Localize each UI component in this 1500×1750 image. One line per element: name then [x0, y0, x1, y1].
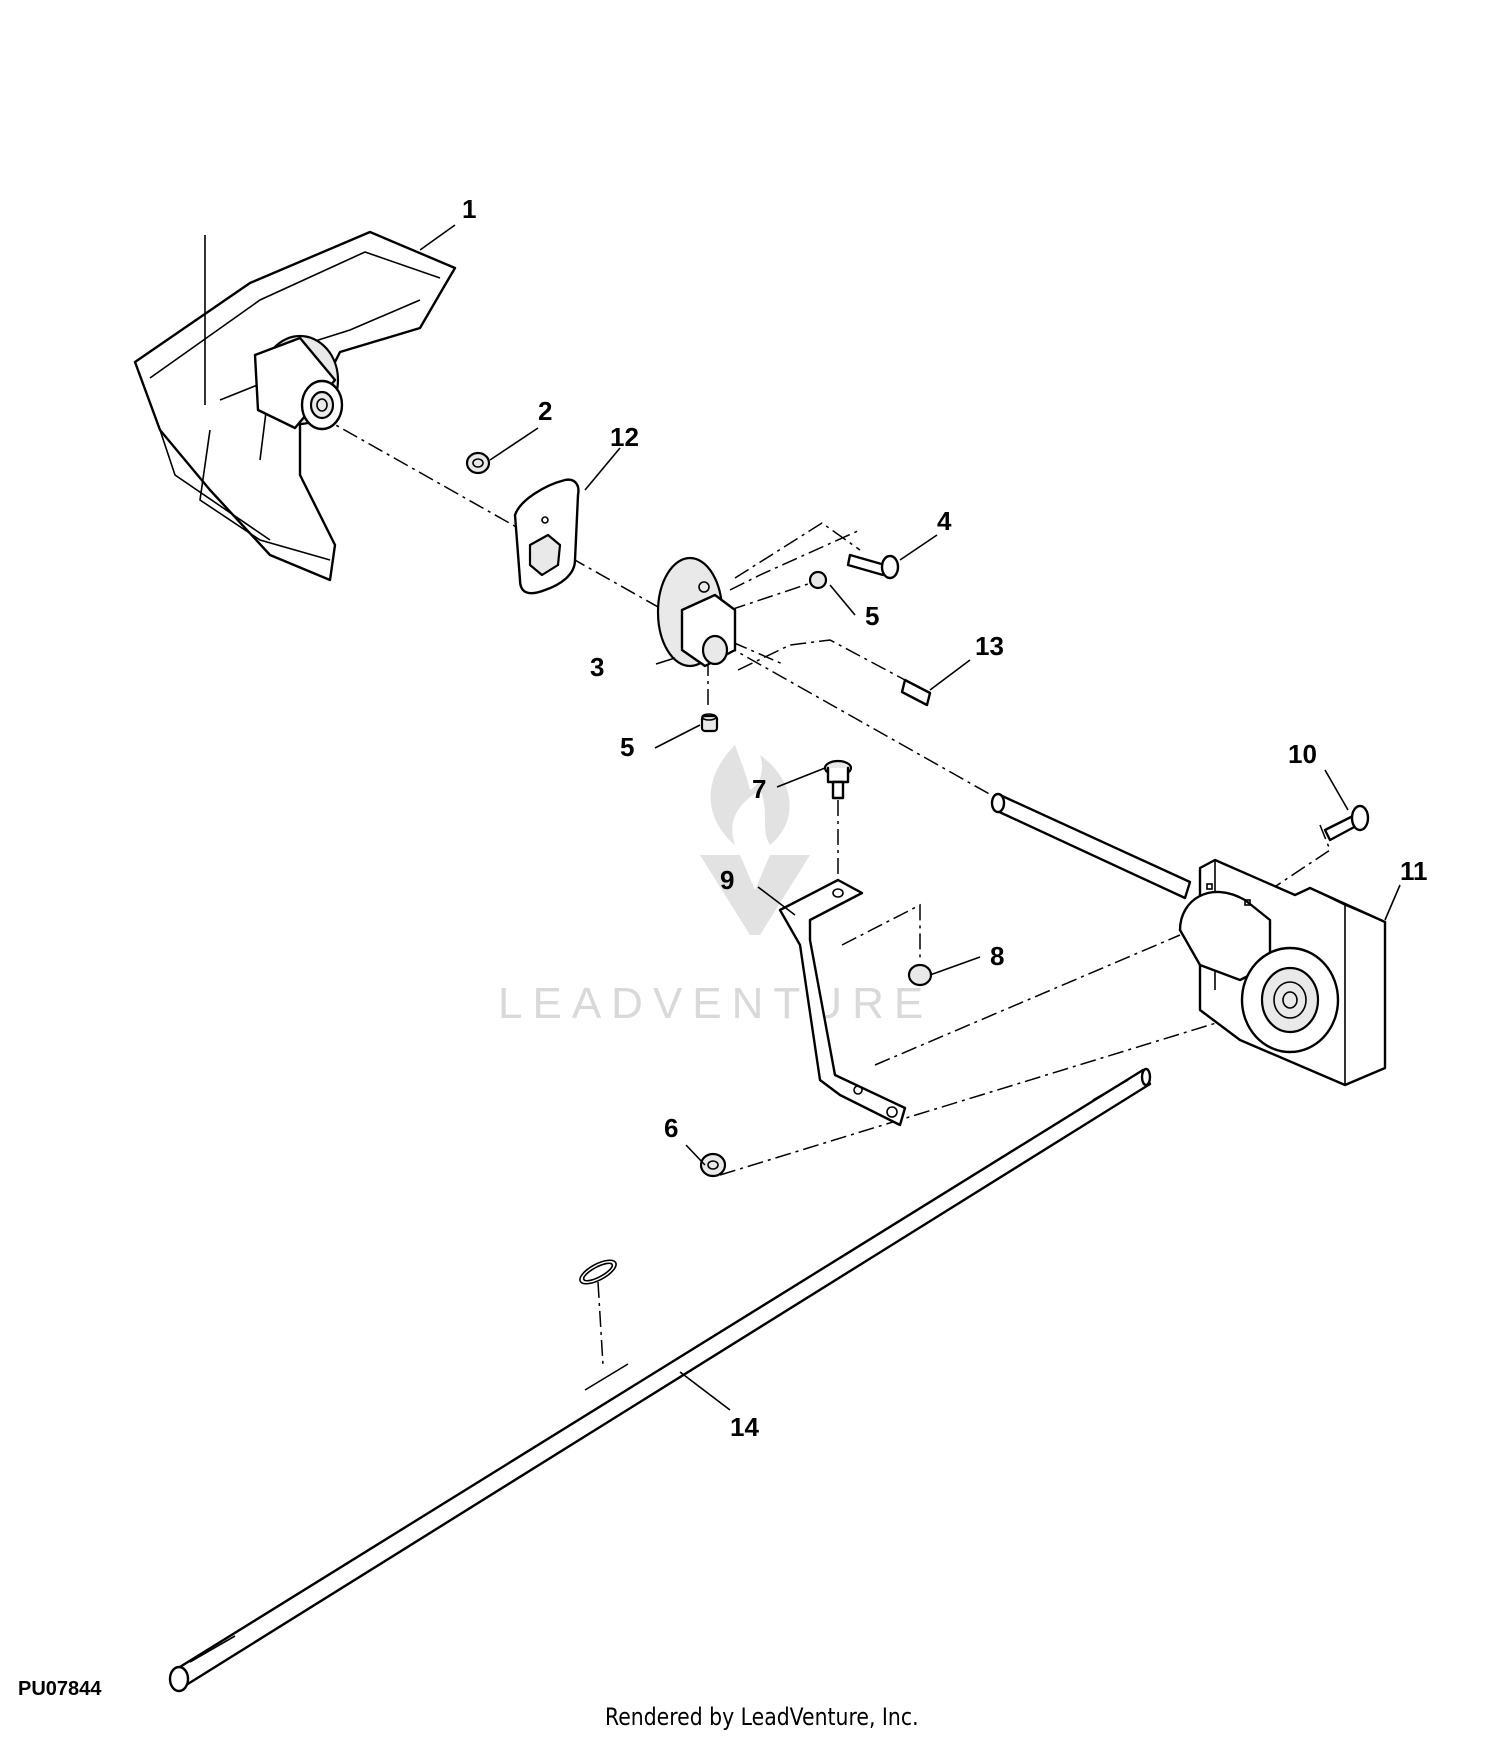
callout-3: 3: [590, 652, 604, 682]
callout-11: 11: [1400, 856, 1428, 886]
part-7-flange-bolt[interactable]: [823, 759, 853, 800]
retaining-ring: [579, 1259, 617, 1285]
callout-1: 1: [462, 194, 476, 224]
figure-id: PU07844: [18, 1678, 102, 1700]
part-4-cap-screw[interactable]: [846, 553, 900, 580]
callout-5-upper: 5: [865, 601, 879, 631]
part-5-set-screw-lower[interactable]: [700, 713, 719, 733]
leader-lines: [419, 224, 1401, 1411]
part-9-support-bracket[interactable]: [778, 878, 907, 1127]
callout-10: 10: [1288, 739, 1317, 769]
part-5-set-screw-upper[interactable]: [808, 570, 828, 590]
part-10-carriage-bolt[interactable]: [1323, 804, 1370, 842]
part-13-square-key[interactable]: [900, 678, 932, 707]
input-shaft[interactable]: [990, 792, 1192, 900]
render-credit: Rendered by LeadVenture, Inc.: [605, 1703, 919, 1731]
part-8-lock-nut[interactable]: [907, 963, 933, 987]
callout-13: 13: [975, 631, 1004, 661]
watermark-text: LEADVENTURE: [498, 979, 933, 1028]
callout-2: 2: [538, 396, 552, 426]
callout-6: 6: [664, 1113, 678, 1143]
callout-12: 12: [610, 422, 639, 452]
part-12-mounting-plate[interactable]: [513, 478, 580, 595]
callout-8: 8: [990, 941, 1004, 971]
callout-14: 14: [730, 1412, 759, 1442]
part-11-gear-case[interactable]: [1178, 858, 1387, 1087]
part-1-auger-impeller[interactable]: [133, 230, 457, 582]
callout-5-lower: 5: [620, 732, 634, 762]
watermark-logo-icon: [700, 745, 810, 935]
part-3-flanged-coupler[interactable]: [656, 556, 737, 668]
watermark: LEADVENTURE: [498, 745, 933, 1028]
part-6-flange-nut[interactable]: [699, 1152, 727, 1178]
part-14-drive-shaft[interactable]: [168, 1067, 1152, 1693]
part-2-lock-nut[interactable]: [465, 451, 491, 475]
callouts: 1 2 3 4 5 5 6 7 8 9 10 11 12 13 14: [462, 194, 1428, 1442]
callout-4: 4: [937, 506, 952, 536]
callout-9: 9: [720, 865, 734, 895]
callout-7: 7: [752, 774, 766, 804]
